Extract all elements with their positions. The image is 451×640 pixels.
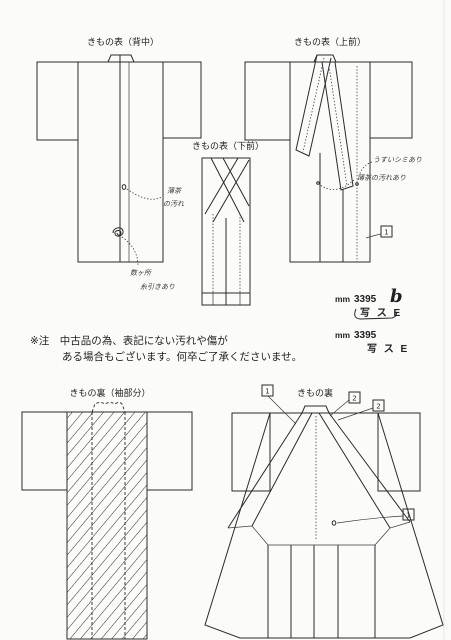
upper-front-note-box bbox=[380, 225, 393, 238]
lining-note-box-4 bbox=[402, 508, 415, 521]
upper-front-body bbox=[289, 61, 371, 263]
upper-front-box-leader bbox=[365, 233, 382, 239]
code-1-unit: mm bbox=[335, 294, 351, 304]
lining-note-box-3-number: 2 bbox=[376, 403, 380, 411]
upper-front-collar-right-stitch bbox=[328, 65, 348, 187]
product-code-block-2: mm 3395 写 ス E bbox=[335, 330, 408, 355]
code-2-number: 3395 bbox=[354, 330, 377, 341]
product-code-block-1: mm 3395 b 写 ス E bbox=[335, 286, 403, 320]
upper-front-collar-left-band bbox=[295, 54, 332, 157]
lining-title: きもの裏 bbox=[297, 387, 333, 399]
lining-note-box-1 bbox=[261, 384, 274, 397]
back-stain-mark bbox=[121, 184, 127, 190]
upper-front-collar-left-stitch bbox=[302, 57, 325, 153]
lining-view-panel-top bbox=[227, 521, 411, 546]
kimono-back-view: きもの表（背中） 薄茶 の汚れ 数ヶ所 糸引きあり bbox=[36, 36, 202, 291]
code-1-number: 3395 bbox=[354, 294, 377, 305]
upper-front-collar-top bbox=[313, 54, 337, 63]
upper-front-faint-stain-leader bbox=[357, 161, 373, 182]
lower-front-collar-line-a bbox=[210, 157, 245, 223]
lining-sleeve-collar-dashed bbox=[91, 402, 126, 413]
lining-sleeve-body bbox=[66, 411, 148, 640]
back-stain-leader bbox=[126, 188, 163, 200]
lining-box-1-leader bbox=[267, 395, 297, 425]
lining-view-right-front-edge bbox=[328, 412, 411, 523]
lining-view-left-sleeve bbox=[231, 412, 271, 492]
lining-note-box-1-number: 1 bbox=[265, 388, 269, 396]
lower-front-collar-line-d bbox=[212, 159, 250, 223]
upper-front-faint-stain-note: うすいシミあり bbox=[373, 156, 422, 164]
upper-front-left-sleeve bbox=[244, 61, 291, 141]
upper-front-right-sleeve bbox=[369, 61, 413, 139]
lining-view-stain-mark bbox=[331, 520, 337, 526]
upper-front-brown-stain-note: 薄茶の汚れあり bbox=[357, 174, 406, 182]
lining-view-outer-flare bbox=[204, 412, 444, 639]
lining-view-left-okumi-line bbox=[251, 412, 313, 527]
upper-front-faint-stain-mark bbox=[355, 182, 359, 186]
upper-front-brown-stain-leader bbox=[319, 179, 355, 190]
lining-box-4-leader bbox=[336, 515, 404, 524]
back-thread-pull-mark bbox=[112, 227, 124, 237]
notice-block: ※注 中古品の為、表記にない汚れや傷が ある場合もございます。何卒ご了承ください… bbox=[30, 334, 302, 363]
lining-right-sleeve bbox=[146, 411, 193, 491]
kimono-upper-front-view: きもの表（上前） うすいシミあり 薄茶の汚れあり 1 bbox=[244, 36, 422, 263]
lining-note-box-3 bbox=[372, 399, 385, 412]
code-1-underline bbox=[354, 308, 397, 320]
upper-front-note-box-number: 1 bbox=[384, 229, 388, 237]
lining-note-box-2-number: 2 bbox=[352, 395, 356, 403]
back-right-sleeve bbox=[162, 61, 202, 139]
lining-view-collar bbox=[301, 405, 330, 414]
lining-box-2-leader bbox=[329, 399, 350, 417]
upper-front-collar-right-band bbox=[321, 61, 354, 191]
lining-left-sleeve bbox=[21, 411, 68, 491]
upper-front-title: きもの表（上前） bbox=[294, 36, 366, 48]
code-2-marks: 写 ス E bbox=[367, 343, 408, 355]
lining-sleeve-hatched-area bbox=[67, 412, 147, 639]
lower-front-title: きもの表（下前） bbox=[192, 140, 264, 152]
lower-front-collar-line-c bbox=[204, 157, 239, 215]
back-view-title: きもの表（背中） bbox=[87, 36, 159, 48]
back-thread-note-line1: 数ヶ所 bbox=[130, 269, 152, 277]
code-1-marks: 写 ス E bbox=[360, 307, 401, 319]
back-collar bbox=[107, 54, 135, 63]
lining-view-right-sleeve bbox=[377, 412, 421, 492]
back-stain-note-line2: の汚れ bbox=[163, 200, 185, 208]
lining-box-3-leader bbox=[337, 407, 374, 421]
lining-note-box-2 bbox=[348, 391, 361, 404]
code-2-unit: mm bbox=[335, 330, 351, 340]
kimono-lower-front-view: きもの表（下前） bbox=[192, 140, 264, 306]
code-1-handwritten-suffix: b bbox=[390, 286, 403, 307]
back-stain-note-line1: 薄茶 bbox=[167, 187, 182, 195]
lining-view-left-front-edge bbox=[227, 412, 303, 529]
lining-sleeve-title: きもの裏（袖部分） bbox=[69, 387, 150, 399]
kimono-lining-sleeve-view: きもの裏（袖部分） bbox=[21, 387, 193, 640]
notice-line-1: ※注 中古品の為、表記にない汚れや傷が bbox=[30, 334, 228, 347]
back-left-sleeve bbox=[36, 61, 79, 141]
lining-view-right-okumi-line bbox=[318, 412, 391, 529]
back-thread-note-line2: 糸引きあり bbox=[140, 283, 175, 291]
lining-note-box-4-number: 1 bbox=[406, 512, 410, 520]
upper-front-brown-stain-mark bbox=[316, 181, 320, 185]
notice-line-2: ある場合もございます。何卒ご了承くださいませ。 bbox=[62, 350, 302, 363]
kimono-lining-view: きもの裏 1 2 2 1 bbox=[204, 384, 444, 639]
